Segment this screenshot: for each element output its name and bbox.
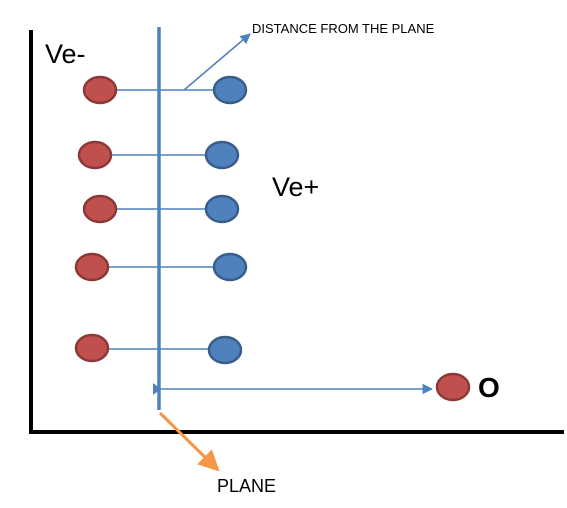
positive-charge-3 <box>204 194 240 224</box>
positive-label: Ve+ <box>272 172 319 202</box>
negative-charge-5 <box>74 333 110 363</box>
negative-charge-2 <box>77 140 113 170</box>
positive-charge-4 <box>212 252 248 282</box>
plane-tick-marker <box>153 383 161 395</box>
positive-charge-1 <box>212 75 248 105</box>
positive-charge-5 <box>207 335 243 365</box>
negative-charge-4 <box>74 252 110 282</box>
plane-callout-arrow <box>158 411 220 472</box>
origin-label: O <box>478 372 500 403</box>
origin-charge <box>435 372 471 402</box>
distance-callout-arrow <box>183 33 251 91</box>
distance-label: DISTANCE FROM THE PLANE <box>252 21 435 36</box>
plane-label: PLANE <box>217 476 276 496</box>
positive-charge-2 <box>204 140 240 170</box>
negative-label: Ve- <box>45 39 86 69</box>
negative-charge-1 <box>82 75 118 105</box>
negative-charge-3 <box>82 194 118 224</box>
